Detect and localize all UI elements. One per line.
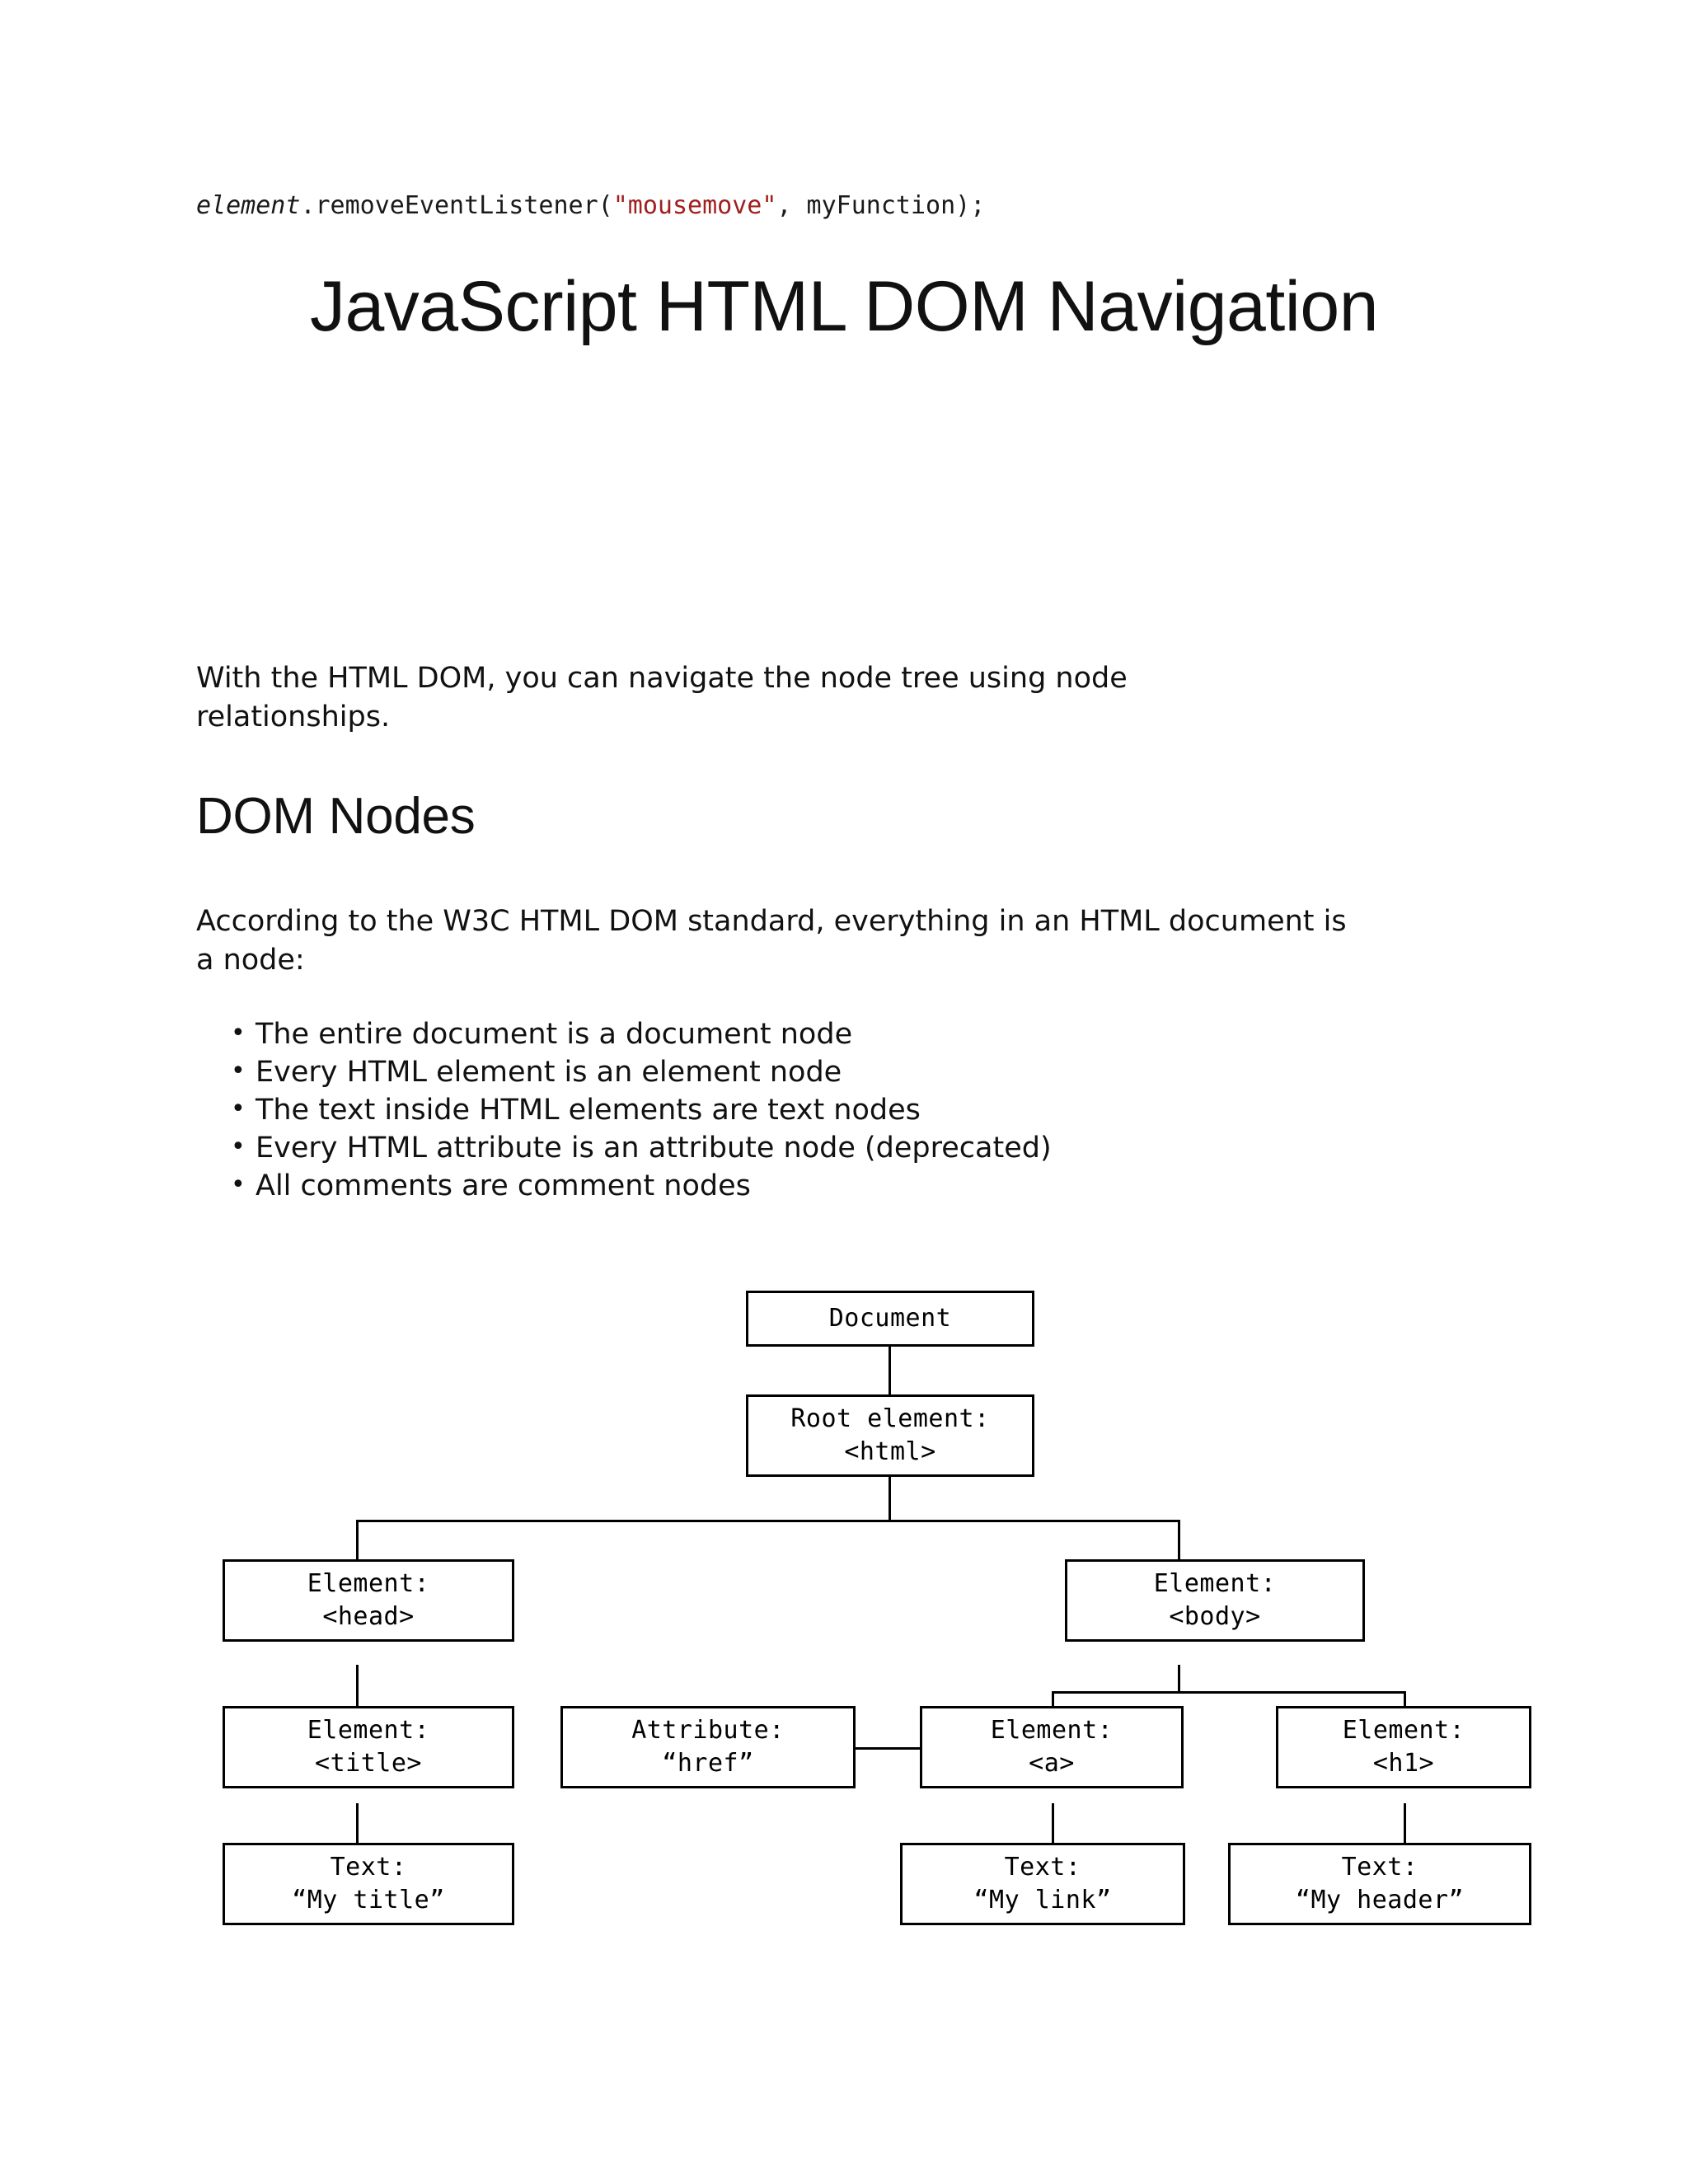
- tree-node-attribute-href: Attribute: “href”: [560, 1706, 856, 1788]
- node-types-list: The entire document is a document node E…: [196, 1015, 1350, 1205]
- edge-attribute-to-anchor: [856, 1747, 920, 1750]
- edge-anchor-to-text-link: [1052, 1803, 1054, 1843]
- tree-node-text-my-link: Text: “My link”: [900, 1843, 1185, 1925]
- code-object-name: element: [196, 191, 301, 220]
- tree-node-line1: Text:: [330, 1853, 407, 1882]
- edge-head-to-title: [356, 1665, 359, 1706]
- tree-node-line2: “href”: [662, 1749, 754, 1778]
- edge-bar-to-anchor: [1052, 1691, 1054, 1706]
- tree-node-line1: Element:: [1342, 1716, 1465, 1745]
- tree-node-line2: “My header”: [1295, 1886, 1465, 1915]
- section-paragraph: According to the W3C HTML DOM standard, …: [196, 905, 1347, 977]
- tree-node-line2: <h1>: [1372, 1749, 1435, 1778]
- edge-bar-to-h1: [1404, 1691, 1406, 1706]
- tree-node-root-html: Root element: <html>: [746, 1394, 1034, 1477]
- tree-node-line2: “My link”: [973, 1886, 1112, 1915]
- page-title: JavaScript HTML DOM Navigation: [309, 267, 1379, 346]
- tree-node-line1: Element:: [307, 1716, 430, 1745]
- tree-node-line1: Text:: [1341, 1853, 1418, 1882]
- tree-node-document: Document: [746, 1291, 1034, 1347]
- tree-node-element-anchor: Element: <a>: [920, 1706, 1184, 1788]
- code-snippet: element.removeEventListener("mousemove",…: [196, 191, 1515, 220]
- edge-bar-to-head: [356, 1520, 359, 1559]
- tree-node-line1: Root element:: [790, 1404, 990, 1433]
- edge-body-children-bar: [1052, 1691, 1406, 1694]
- list-item: The text inside HTML elements are text n…: [196, 1090, 1350, 1129]
- tree-node-line2: <title>: [315, 1749, 422, 1778]
- code-arguments-tail: , myFunction);: [776, 191, 986, 220]
- tree-node-text-my-title: Text: “My title”: [223, 1843, 514, 1925]
- tree-node-line1: Element:: [307, 1569, 430, 1598]
- dom-tree-diagram: Document Root element: <html> Element: <…: [0, 1236, 1688, 1925]
- tree-node-element-body: Element: <body>: [1065, 1559, 1365, 1642]
- edge-body-to-split: [1178, 1665, 1180, 1691]
- tree-node-line1: Document: [828, 1304, 952, 1333]
- list-item: All comments are comment nodes: [196, 1166, 1350, 1205]
- edge-title-to-text-title: [356, 1803, 359, 1843]
- edge-document-to-root: [889, 1345, 891, 1394]
- code-string-literal: "mousemove": [612, 191, 777, 220]
- edge-bar-to-body: [1178, 1520, 1180, 1559]
- tree-node-line1: Element:: [1153, 1569, 1277, 1598]
- edge-root-to-split: [889, 1477, 891, 1520]
- tree-node-element-h1: Element: <h1>: [1276, 1706, 1531, 1788]
- code-method-call: .removeEventListener(: [300, 191, 613, 220]
- tree-node-line2: <a>: [1029, 1749, 1075, 1778]
- tree-node-line2: <html>: [844, 1437, 936, 1466]
- list-item: The entire document is a document node: [196, 1015, 1350, 1053]
- tree-node-line1: Text:: [1004, 1853, 1081, 1882]
- section-heading-dom-nodes: DOM Nodes: [196, 788, 476, 845]
- tree-node-line2: “My title”: [292, 1886, 445, 1915]
- edge-h1-to-text-header: [1404, 1803, 1406, 1843]
- tree-node-line2: <head>: [322, 1602, 415, 1631]
- list-item: Every HTML attribute is an attribute nod…: [196, 1128, 1350, 1167]
- edge-root-children-bar: [356, 1520, 1180, 1522]
- intro-paragraph: With the HTML DOM, you can navigate the …: [196, 662, 1128, 733]
- tree-node-line1: Element:: [990, 1716, 1114, 1745]
- tree-node-line1: Attribute:: [631, 1716, 785, 1745]
- list-item: Every HTML element is an element node: [196, 1052, 1350, 1091]
- tree-node-text-my-header: Text: “My header”: [1228, 1843, 1531, 1925]
- tree-node-line2: <body>: [1169, 1602, 1261, 1631]
- tree-node-element-title: Element: <title>: [223, 1706, 514, 1788]
- tree-node-element-head: Element: <head>: [223, 1559, 514, 1642]
